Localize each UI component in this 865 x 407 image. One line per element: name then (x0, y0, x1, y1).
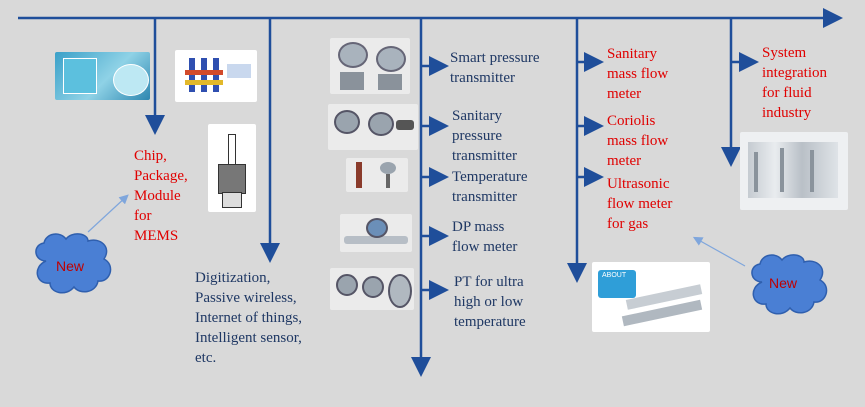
new-badge-right: New (768, 275, 797, 291)
new-cloud-left (35, 233, 112, 294)
flow-label-coriolis: Coriolis mass flow meter (607, 113, 669, 169)
product-label-smart-pressure: Smart pressure transmitter (450, 50, 540, 86)
product-label-pt-ultra: PT for ultra high or low temperature (454, 274, 526, 330)
brochure-header: ABOUT (602, 272, 627, 279)
sanitary-pressure-transmitter-image (328, 104, 418, 150)
product-label-temperature: Temperature transmitter (452, 169, 528, 205)
mems-label: Chip, Package, Module for MEMS (134, 148, 188, 244)
mems-structure-image (175, 50, 257, 102)
sensor-drawing-image (208, 124, 256, 212)
new-badge-left: New (55, 258, 84, 274)
flow-label-ultrasonic: Ultrasonic flow meter for gas (607, 176, 673, 232)
digital-label: Digitization, Passive wireless, Internet… (195, 270, 303, 366)
pt-ultra-temperature-image (330, 268, 414, 310)
mems-chip-image (55, 52, 150, 100)
product-label-sanitary-pressure: Sanitary pressure transmitter (452, 108, 517, 164)
flow-label-sanitary-mass: Sanitary mass flow meter (607, 46, 669, 102)
new-cloud-right (751, 254, 828, 315)
system-integration-label: System integration for fluid industry (762, 45, 827, 121)
flow-meter-brochure-image: ABOUT (592, 262, 710, 332)
dp-mass-flow-meter-image (340, 214, 412, 252)
smart-pressure-transmitter-image (330, 38, 410, 94)
product-label-dp-mass-flow: DP mass flow meter (452, 219, 518, 255)
system-integration-image (740, 132, 848, 210)
temperature-transmitter-image (346, 158, 408, 192)
